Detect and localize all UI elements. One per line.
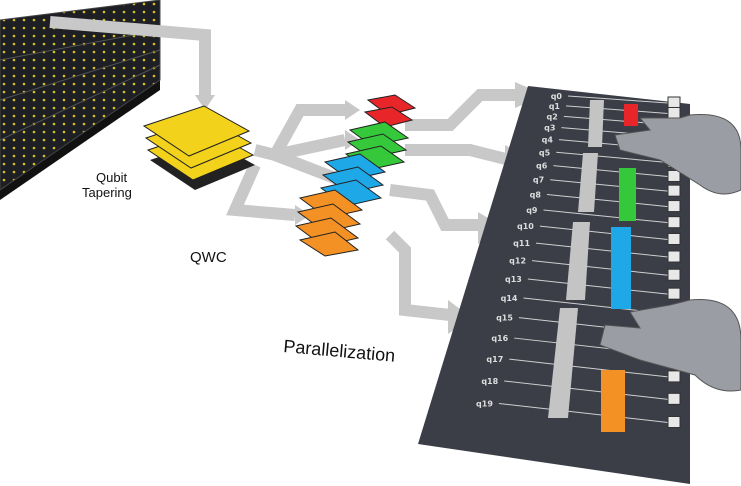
qubit-label: q4: [542, 136, 554, 145]
qwc-label: QWC: [190, 249, 227, 266]
qubit-wire: [509, 358, 669, 378]
red-bar: [624, 104, 638, 126]
measurement-icon: [667, 287, 681, 300]
gate-blocks: [548, 100, 604, 418]
green-bar: [619, 168, 636, 221]
qubit-wire: [543, 209, 669, 224]
qubit-label: q11: [513, 239, 530, 248]
qubit-label: q18: [481, 377, 498, 386]
tapered-stack: [142, 105, 255, 190]
qubit-wire: [539, 225, 669, 240]
qubit-tapering-label-2: Tapering: [82, 185, 132, 200]
qubit-label: q1: [549, 102, 561, 111]
qubit-label: q8: [530, 191, 542, 200]
qubit-wire: [550, 179, 669, 192]
qubit-label: q16: [491, 334, 508, 343]
qubit-wire: [565, 105, 669, 114]
qubit-label: q10: [517, 222, 534, 231]
qubit-wire: [527, 278, 669, 295]
qubit-tapering-label-1: Qubit: [96, 170, 127, 185]
qubit-label: q3: [544, 124, 555, 133]
qubit-label: q5: [539, 148, 551, 157]
qubit-label: q6: [536, 162, 548, 171]
qubit-label: q15: [496, 314, 513, 323]
qubit-wire: [546, 194, 669, 208]
qubit-wire: [567, 95, 669, 104]
measurement-icon: [667, 106, 681, 119]
qubit-label: q14: [501, 294, 518, 303]
qubit-wire: [553, 165, 669, 177]
qubit-label: q9: [526, 206, 538, 215]
full-hamiltonian-chip-stack: [0, 0, 161, 200]
qubit-wire: [556, 151, 669, 163]
qubit-wire: [504, 380, 669, 400]
measurement-icon: [667, 96, 681, 109]
measurement-icon: [667, 216, 681, 229]
measurement-icon: [667, 268, 681, 281]
qubit-wire: [498, 403, 669, 423]
qubit-label: q7: [533, 176, 544, 185]
measurement-icon: [667, 200, 681, 213]
qubit-wire: [535, 242, 669, 258]
qubit-label: q2: [547, 112, 558, 121]
robot-hand-bottom: [599, 299, 741, 392]
qubit-wire: [531, 260, 669, 276]
parallel-bars: [601, 104, 638, 432]
measurement-icon: [667, 416, 681, 428]
measurement-icon: [667, 370, 681, 383]
blue-bar: [611, 227, 631, 309]
measurement-icon: [667, 169, 681, 182]
measurement-icon: [667, 250, 681, 263]
orange-bar: [601, 370, 625, 432]
qubit-label: q19: [476, 400, 493, 409]
qubit-label: q0: [551, 92, 563, 101]
measurement-icon: [667, 232, 681, 245]
qubit-label: q17: [486, 355, 503, 364]
parallelization-label: Parallelization: [283, 336, 396, 366]
qubit-label: q13: [505, 275, 522, 284]
measurement-icon: [667, 184, 681, 197]
measurement-icon: [667, 392, 681, 405]
robot-hand-top: [614, 113, 741, 195]
qwc-groups: [294, 94, 417, 257]
qubit-label: q12: [509, 257, 526, 266]
